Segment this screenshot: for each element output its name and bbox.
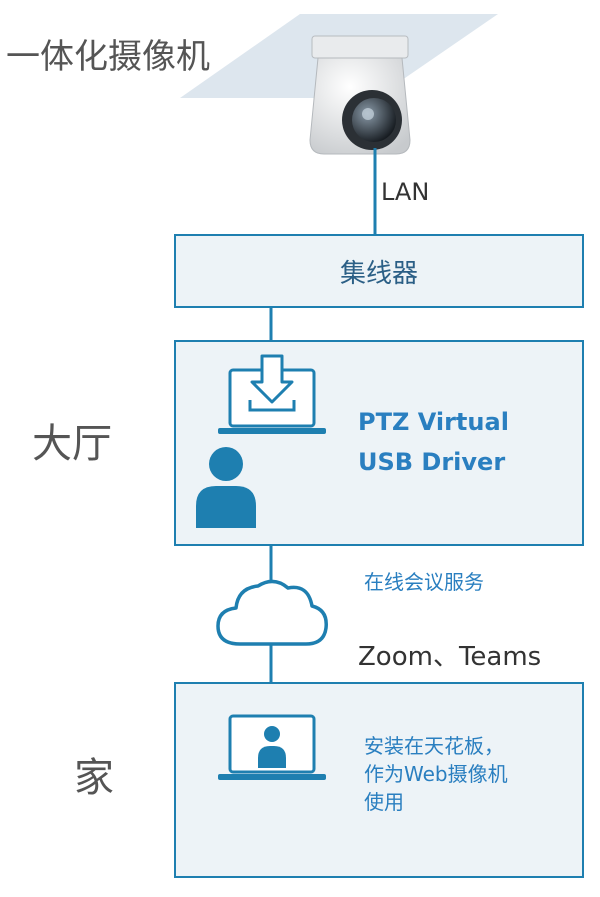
apps-label: Zoom、Teams bbox=[358, 642, 542, 672]
driver-line-2: USB Driver bbox=[358, 448, 506, 476]
laptop-person-icon bbox=[218, 714, 326, 780]
laptop-download-icon bbox=[218, 354, 326, 434]
lan-label: LAN bbox=[381, 178, 430, 206]
hub-label: 集线器 bbox=[339, 258, 418, 289]
home-label: 家 bbox=[74, 755, 114, 801]
home-desc-line-3: 使用 bbox=[364, 790, 404, 814]
person-icon bbox=[196, 447, 256, 528]
ptz-camera-icon bbox=[309, 35, 411, 155]
home-desc-line-2: 作为Web摄像机 bbox=[364, 762, 508, 786]
hall-label: 大厅 bbox=[32, 421, 112, 467]
home-description: 安装在天花板， 作为Web摄像机 使用 bbox=[364, 732, 508, 816]
hub-box: 集线器 bbox=[174, 234, 584, 308]
cloud-icon bbox=[216, 579, 328, 646]
home-desc-line-1: 安装在天花板， bbox=[364, 734, 504, 758]
service-label: 在线会议服务 bbox=[364, 570, 484, 594]
driver-line-1: PTZ Virtual bbox=[358, 408, 509, 436]
driver-label: PTZ Virtual USB Driver bbox=[358, 402, 509, 482]
camera-label: 一体化摄像机 bbox=[6, 37, 210, 77]
